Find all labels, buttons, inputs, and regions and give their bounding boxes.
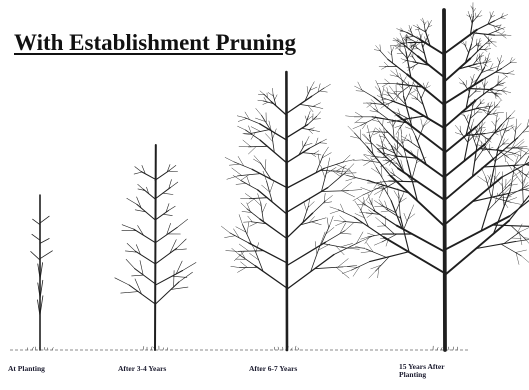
tree-3-4-years-icon: [115, 145, 196, 350]
caption-at-planting: At Planting: [8, 365, 45, 373]
caption-3-4-years: After 3-4 Years: [118, 365, 166, 373]
tree-6-7-years-icon: [221, 72, 373, 350]
caption-6-7-years: After 6-7 Years: [249, 365, 297, 373]
caption-15-years: 15 Years After Planting: [399, 363, 459, 379]
tree-15-years-icon: [330, 3, 529, 350]
tree-at-planting-icon: [27, 195, 53, 350]
